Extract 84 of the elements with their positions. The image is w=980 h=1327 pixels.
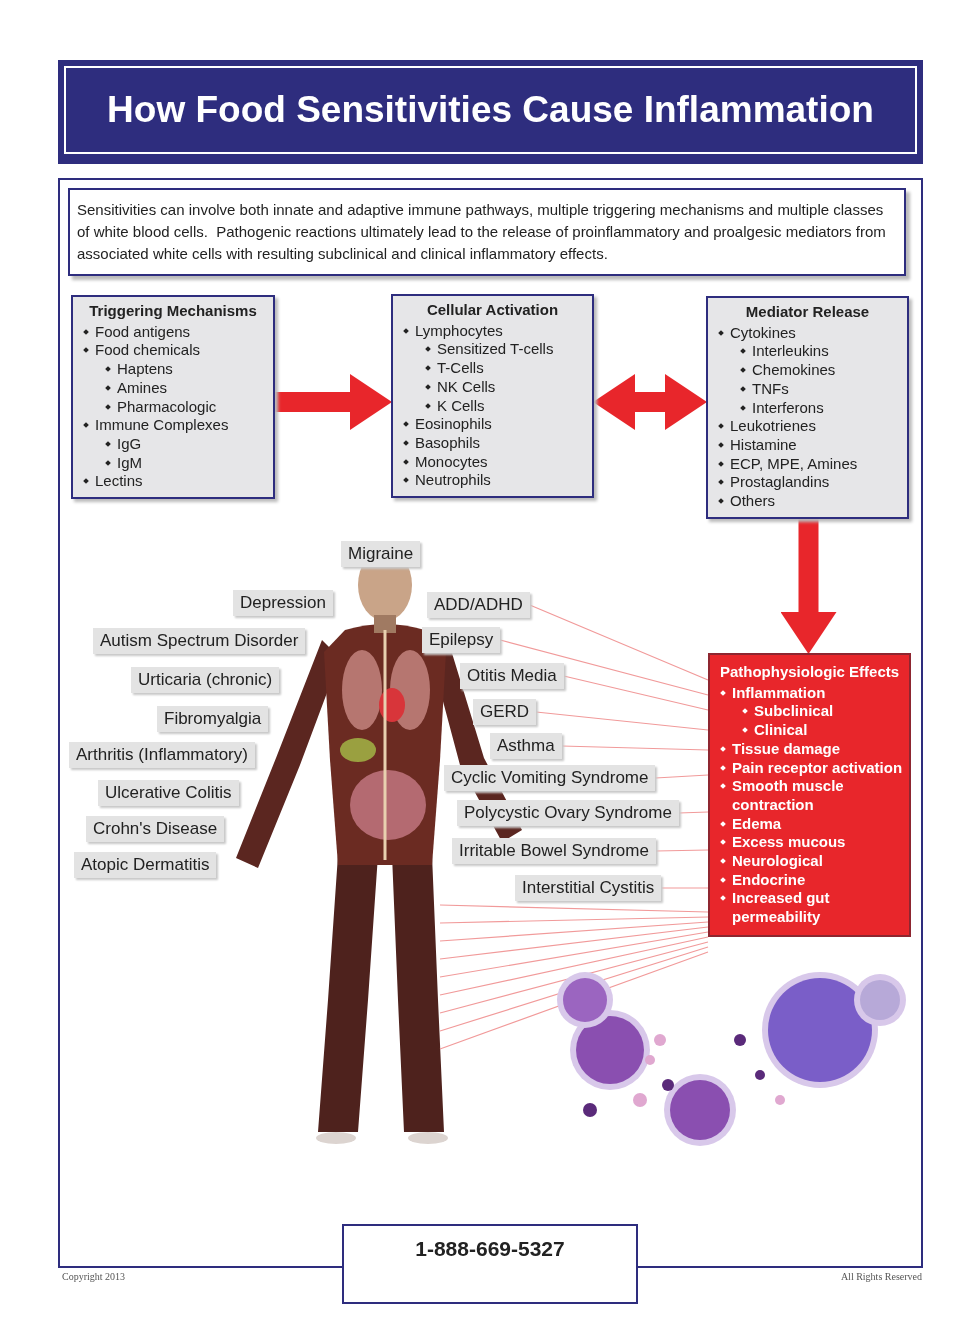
connector-line (529, 604, 709, 681)
list-item: IgM (79, 453, 267, 473)
list-item: T-Cells (399, 359, 586, 378)
footer-note: All Rights Reserved (839, 1271, 922, 1282)
list-item: Chemokines (714, 361, 901, 380)
list-item: Others (714, 492, 901, 511)
connector-line (535, 711, 709, 731)
list-item: Basophils (399, 433, 586, 453)
connector-line (563, 675, 709, 711)
condition-label: Epilepsy (422, 627, 501, 653)
connector-line (561, 745, 709, 751)
info-panel (391, 294, 594, 499)
condition-label: Depression (233, 590, 333, 616)
block-arrow (780, 518, 837, 654)
connector-line (655, 849, 709, 852)
list-item: Smooth muscle contraction (716, 777, 903, 815)
list-item: K Cells (399, 396, 586, 416)
list-item: Eosinophils (399, 415, 586, 434)
list-item: TNFs (714, 379, 901, 399)
list-item: Histamine (714, 435, 901, 455)
footer-note: Copyright 2013 (62, 1271, 126, 1282)
info-panel (706, 296, 909, 519)
list-item: Food antigens (79, 322, 267, 342)
condition-label: GERD (473, 699, 537, 725)
title: How Food Sensitivities Cause Inflammation (64, 66, 917, 154)
condition-label: Arthritis (Inflammatory) (69, 742, 255, 768)
list-item: ECP, MPE, Amines (714, 454, 901, 474)
list-item: Food chemicals (79, 341, 267, 361)
list-item: Tissue damage (716, 739, 903, 759)
list-item: Amines (79, 378, 267, 398)
list-item: Clinical (716, 721, 903, 740)
condition-label: Cyclic Vomiting Syndrome (444, 765, 656, 791)
list-item: Lymphocytes (399, 321, 586, 341)
list-item: Interferons (714, 398, 901, 418)
condition-label: Ulcerative Colitis (98, 780, 239, 806)
condition-label: ADD/ADHD (427, 592, 530, 618)
list-item: Pharmacologic (79, 397, 267, 417)
panel-heading: Cellular Activation (425, 301, 560, 320)
condition-label: Otitis Media (460, 663, 564, 689)
block-arrow (275, 374, 392, 430)
list-item: Edema (716, 814, 903, 834)
condition-label: Autism Spectrum Disorder (93, 628, 306, 654)
condition-label: Fibromyalgia (157, 706, 269, 732)
connector-line (678, 811, 709, 814)
panel-heading: Mediator Release (744, 303, 871, 322)
condition-label: Atopic Dermatitis (74, 852, 217, 878)
condition-label: Irritable Bowel Syndrome (452, 838, 656, 864)
connector-line (499, 639, 709, 696)
list-item: Endocrine (716, 870, 903, 890)
list-item: Neutrophils (399, 471, 586, 491)
list-item: NK Cells (399, 377, 586, 397)
list-item: Inflammation (716, 683, 903, 703)
list-item: IgG (79, 434, 267, 454)
condition-label: Interstitial Cystitis (515, 875, 662, 901)
list-item: Haptens (79, 360, 267, 379)
list-item: Monocytes (399, 452, 586, 472)
list-item: Pain receptor activation (716, 758, 903, 778)
info-panel (71, 295, 275, 500)
condition-label: Crohn's Disease (86, 816, 225, 842)
connector-line (660, 887, 709, 889)
list-item: Increased gut permeability (716, 889, 903, 927)
panel-heading: Pathophysiologic Effects (718, 663, 901, 682)
condition-label: Polycystic Ovary Syndrome (457, 800, 679, 826)
list-item: Neurological (716, 852, 903, 871)
list-item: Interleukins (714, 342, 901, 362)
condition-label: Migraine (341, 541, 421, 567)
connector-line (654, 774, 709, 779)
list-item: Subclinical (716, 702, 903, 722)
condition-label: Asthma (490, 733, 562, 759)
list-item: Excess mucous (716, 833, 903, 853)
block-arrow (593, 374, 707, 430)
list-item: Sensitized T-cells (399, 340, 586, 360)
list-item: Leukotrienes (714, 417, 901, 436)
contact-box (342, 1224, 638, 1304)
effects-panel (708, 653, 911, 937)
panel-heading: Triggering Mechanisms (88, 302, 258, 321)
list-item: Lectins (79, 472, 267, 492)
list-item: Cytokines (714, 323, 901, 343)
intro-paragraph: Sensitivities can involve both innate and adaptive immune pathways, multiple triggering mechanisms and multiple classes of white blood cells. Pathogenic reactions ultimately lead to the release of proinflammatory and proalgesic mediators from associated white cells with resulting subclinical and clinical inflammatory effects. (77, 200, 887, 264)
phone-number: 1-888-669-5327 (414, 1236, 566, 1262)
list-item: Prostaglandins (714, 473, 901, 493)
list-item: Immune Complexes (79, 416, 267, 435)
condition-label: Urticaria (chronic) (131, 667, 280, 693)
intro-box (68, 188, 906, 276)
